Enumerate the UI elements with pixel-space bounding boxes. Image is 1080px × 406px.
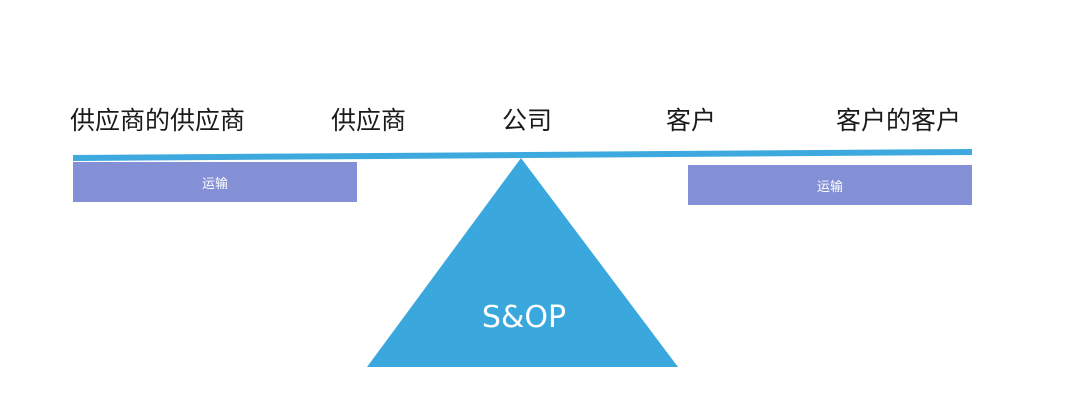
label-customer: 客户 <box>666 106 717 135</box>
label-customers-customer: 客户的客户 <box>836 106 962 135</box>
sop-label: S&OP <box>481 300 567 335</box>
label-supplier: 供应商 <box>331 106 407 135</box>
transport-box-left: 运输 <box>73 162 357 202</box>
label-company: 公司 <box>502 106 553 135</box>
fulcrum-triangle <box>367 158 678 367</box>
transport-label-right: 运输 <box>816 179 843 195</box>
label-suppliers-supplier: 供应商的供应商 <box>70 106 246 135</box>
transport-label-left: 运输 <box>201 176 228 192</box>
transport-box-right: 运输 <box>688 165 972 205</box>
balance-beam <box>73 149 972 161</box>
